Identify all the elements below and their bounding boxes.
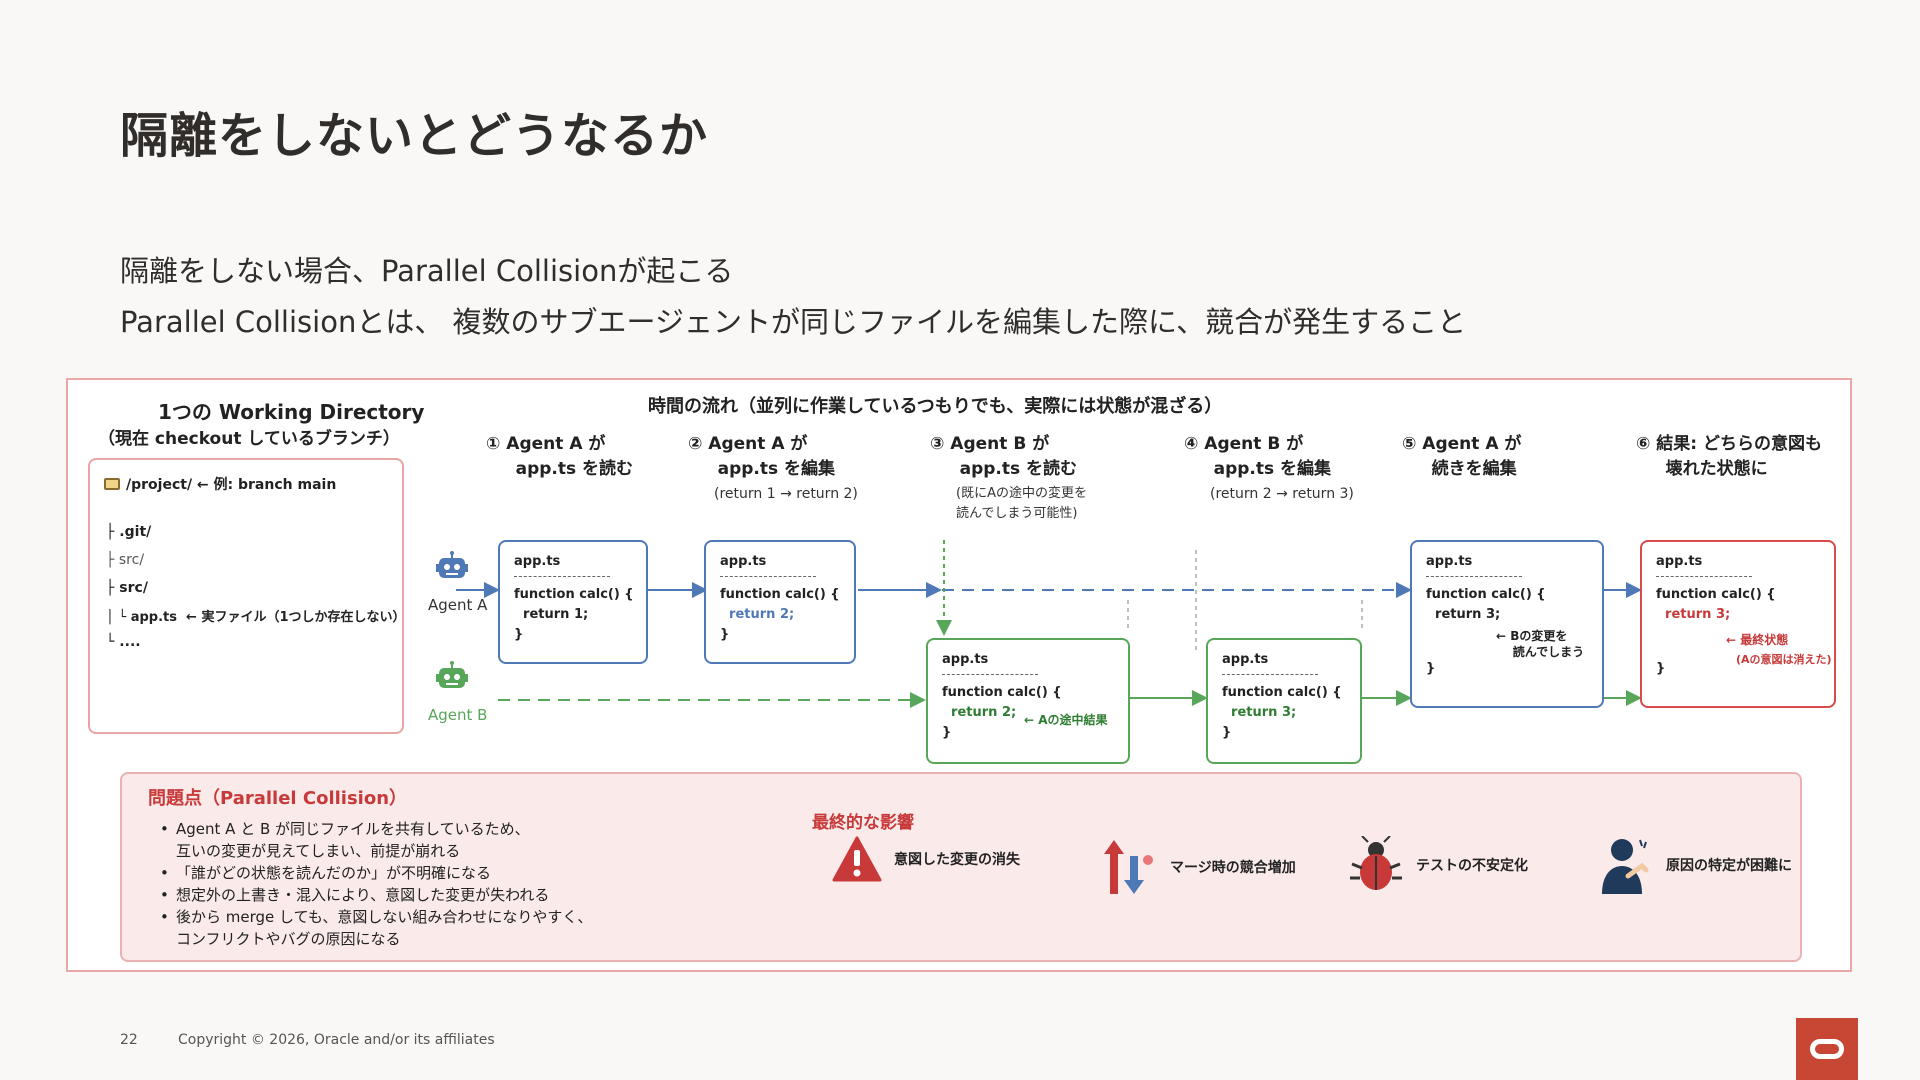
merge-arrows-icon [1104, 840, 1153, 894]
step-4-note: (return 2 → return 3) [1210, 486, 1354, 502]
code-line: } [514, 627, 524, 642]
robot-icon [436, 661, 468, 688]
subtitle-line-2: Parallel Collisionとは、 複数のサブエージェントが同じファイル… [120, 305, 1467, 339]
read-markers [936, 540, 1363, 650]
page-number: 22 [120, 1032, 138, 1048]
code-line: function calc() { [720, 587, 840, 602]
code-box-step-3: app.ts function calc() { return 2; } ← A… [926, 638, 1130, 764]
impact-label: 原因の特定が困難に [1666, 858, 1792, 874]
problem-item: 後から merge しても、意図しない組み合わせになりやすく、 コンフリクトやバ… [160, 906, 592, 950]
confused-person-icon [1602, 839, 1649, 894]
impact-item: マージ時の競合増加 [1100, 836, 1296, 898]
code-filename: app.ts [1222, 652, 1269, 667]
impact-title: 最終的な影響 [812, 813, 914, 833]
code-line: return 3; [1656, 607, 1731, 622]
code-line: return 1; [514, 607, 589, 622]
tree-line: └ .... [106, 634, 141, 650]
code-filename: app.ts [1426, 554, 1473, 569]
oracle-ring-icon [1810, 1039, 1844, 1059]
tree-root: /project/ ← 例: branch main [104, 474, 336, 494]
code-line: return 2; [720, 607, 795, 622]
problem-item: Agent A と B が同じファイルを共有しているため、 互いの変更が見えてし… [160, 818, 592, 862]
tree-line: ├ .git/ [106, 524, 152, 540]
code-line: function calc() { [1656, 587, 1776, 602]
impact-item: 原因の特定が困難に [1598, 836, 1792, 894]
code-line: } [720, 627, 730, 642]
tree-root-label: /project/ ← 例: branch main [126, 477, 337, 493]
code-line: function calc() { [1222, 685, 1342, 700]
step-3-note: (既にAの途中の変更を 読んでしまう可能性) [956, 486, 1087, 521]
problem-item: 「誰がどの状態を読んだのか」が不明確になる [160, 862, 592, 884]
oracle-logo [1796, 1018, 1858, 1080]
copyright: Copyright © 2026, Oracle and/or its affi… [178, 1032, 495, 1048]
impact-label: 意図した変更の消失 [894, 852, 1020, 868]
collision-diagram: 1つの Working Directory （現在 checkout しているブ… [66, 378, 1852, 972]
problem-list: Agent A と B が同じファイルを共有しているため、 互いの変更が見えてし… [160, 818, 592, 950]
code-line: } [1426, 661, 1436, 676]
impact-item: テストの不安定化 [1348, 836, 1528, 894]
step-2-heading: ② Agent A が app.ts を編集 [688, 434, 836, 479]
step-3-heading: ③ Agent B が app.ts を読む [930, 434, 1078, 479]
tree-line: ├ src/ [106, 552, 145, 568]
working-dir-title: 1つの Working Directory [158, 400, 425, 424]
code-line: function calc() { [514, 587, 634, 602]
code-annotation: ← Bの変更を 読んでしまう [1496, 629, 1585, 659]
tree-line: ├ src/ [106, 580, 148, 596]
step-2-note: (return 1 → return 2) [714, 486, 858, 502]
code-line: return 3; [1426, 607, 1501, 622]
step-6-heading: ⑥ 結果: どちらの意図も 壊れた状態に [1636, 434, 1823, 479]
step-1-heading: ① Agent A が app.ts を読む [486, 434, 634, 479]
working-dir-tree: /project/ ← 例: branch main ├ .git/ ├ src… [88, 458, 406, 734]
code-line: } [942, 725, 952, 740]
code-box-step-4: app.ts function calc() { return 3; } [1206, 638, 1362, 764]
step-4-heading: ④ Agent B が app.ts を編集 [1184, 434, 1332, 479]
code-filename: app.ts [1656, 554, 1703, 569]
tree-line: │ └ app.ts ← 実ファイル（1つしか存在しない） [106, 610, 406, 625]
code-filename: app.ts [514, 554, 561, 569]
code-box-step-2: app.ts function calc() { return 2; } [704, 540, 856, 664]
code-annotation: (Aの意図は消えた) [1736, 653, 1832, 666]
code-filename: app.ts [942, 652, 989, 667]
impact-item: 意図した変更の消失 [832, 836, 1020, 882]
timeline-title: 時間の流れ（並列に作業しているつもりでも、実際には状態が混ざる） [648, 396, 1223, 417]
code-line: return 3; [1222, 705, 1297, 720]
code-line: } [1222, 725, 1232, 740]
folder-icon [104, 478, 120, 490]
slide-title: 隔離をしないとどうなるか [120, 108, 709, 164]
impact-label: マージ時の競合増加 [1170, 860, 1296, 876]
code-annotation: ← 最終状態 [1726, 633, 1789, 647]
step-5-heading: ⑤ Agent A が 続きを編集 [1402, 434, 1522, 479]
bug-icon [1350, 836, 1402, 890]
code-filename: app.ts [720, 554, 767, 569]
code-box-step-5: app.ts function calc() { return 3; } ← B… [1410, 540, 1604, 708]
problem-item: 想定外の上書き・混入により、意図した変更が失われる [160, 884, 592, 906]
problem-title: 問題点（Parallel Collision） [148, 788, 408, 809]
code-line: function calc() { [942, 685, 1062, 700]
subtitle-line-1: 隔離をしない場合、Parallel Collisionが起こる [120, 254, 734, 288]
working-dir-subtitle: （現在 checkout しているブランチ） [98, 429, 400, 449]
code-line: function calc() { [1426, 587, 1546, 602]
code-box-step-6: app.ts function calc() { return 3; } ← 最… [1640, 540, 1836, 708]
code-box-step-1: app.ts function calc() { return 1; } [498, 540, 648, 664]
problem-panel: 問題点（Parallel Collision） Agent A と B が同じフ… [120, 772, 1802, 962]
code-line: return 2; [942, 705, 1017, 720]
code-annotation: ← Aの途中結果 [1024, 713, 1108, 727]
impact-label: テストの不安定化 [1416, 858, 1528, 874]
agent-b-label: Agent B [428, 706, 488, 724]
agent-a-label: Agent A [428, 596, 488, 614]
code-line: } [1656, 661, 1666, 676]
robot-icon [436, 551, 468, 578]
warning-icon [832, 836, 882, 882]
